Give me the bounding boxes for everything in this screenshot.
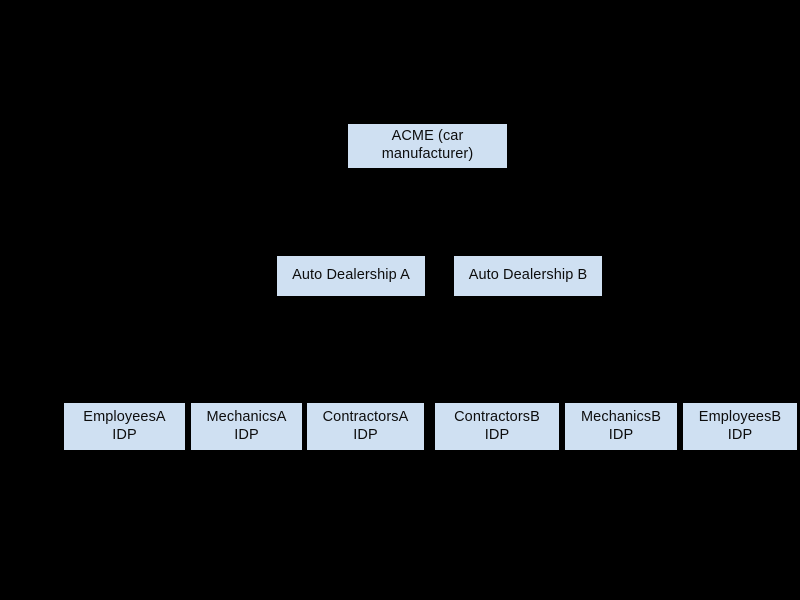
diagram-node-label: ContractorsB IDP: [454, 408, 540, 443]
diagram-node[interactable]: ACME (car manufacturer): [348, 124, 507, 168]
diagram-node-label: EmployeesB IDP: [698, 408, 782, 443]
diagram-node-label: ContractorsA IDP: [322, 408, 409, 443]
diagram-node-label: Auto Dealership A: [292, 267, 410, 284]
diagram-node[interactable]: MechanicsA IDP: [191, 403, 302, 450]
diagram-node-label: EmployeesA IDP: [83, 408, 166, 443]
diagram-node[interactable]: EmployeesA IDP: [64, 403, 185, 450]
diagram-node-label: MechanicsB IDP: [581, 408, 661, 443]
diagram-node[interactable]: MechanicsB IDP: [565, 403, 677, 450]
diagram-node-label: Auto Dealership B: [468, 267, 588, 284]
diagram-node[interactable]: EmployeesB IDP: [683, 403, 797, 450]
diagram-node-label: ACME (car manufacturer): [381, 128, 474, 162]
diagram-node[interactable]: ContractorsA IDP: [307, 403, 424, 450]
diagram-node-label: MechanicsA IDP: [206, 408, 287, 443]
diagram-node[interactable]: ContractorsB IDP: [435, 403, 559, 450]
diagram-node[interactable]: Auto Dealership B: [454, 256, 602, 296]
diagram-node[interactable]: Auto Dealership A: [277, 256, 425, 296]
